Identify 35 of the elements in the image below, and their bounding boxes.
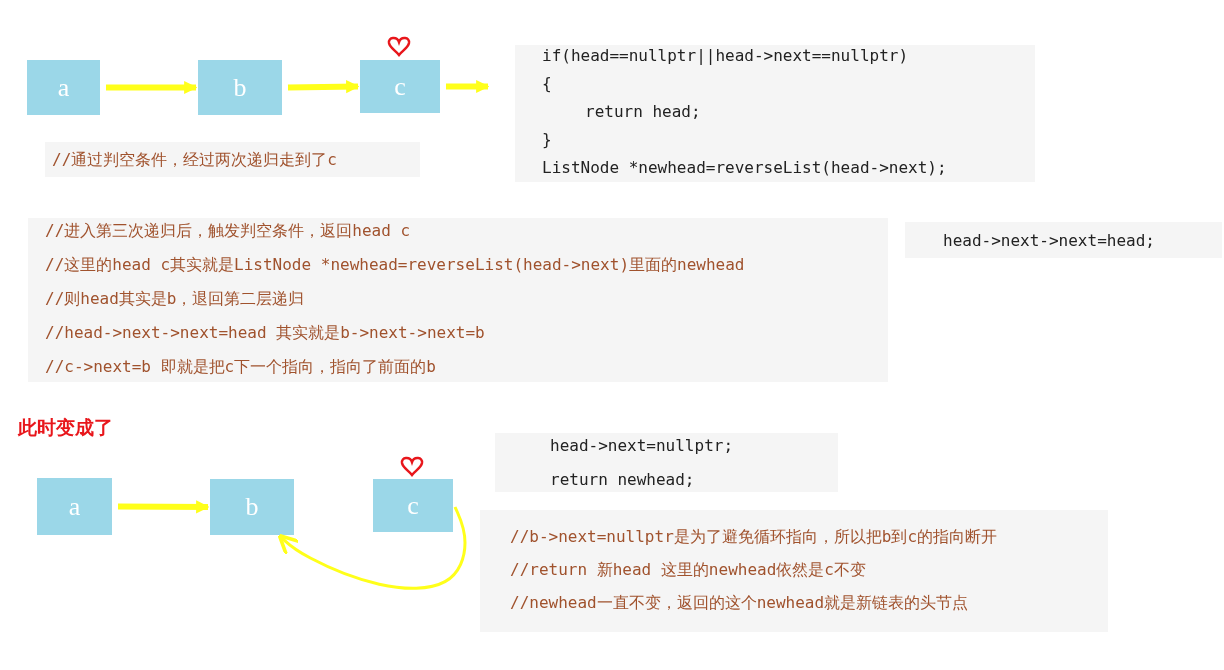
heading-text: 此时变成了 — [18, 418, 113, 438]
code-line: if(head==nullptr||head->next==nullptr) — [542, 46, 909, 66]
code-line: head->next->next=head; — [943, 231, 1155, 251]
code-comment: //通过判空条件，经过两次递归走到了c — [52, 150, 337, 170]
node-label: b — [245, 492, 259, 522]
list-node-box — [27, 60, 100, 115]
code-line: ListNode *newhead=reverseList(head->next); — [542, 158, 947, 178]
code-comment: //return 新head 这里的newhead依然是c不变 — [510, 560, 866, 580]
code-line: } — [542, 130, 552, 150]
node-label: a — [57, 72, 70, 103]
list-node-box — [198, 60, 282, 115]
list-node-box — [360, 60, 440, 113]
list-node-box — [373, 479, 453, 532]
code-comment: //newhead一直不变，返回的这个newhead就是新链表的头节点 — [510, 593, 969, 613]
arrow — [277, 506, 467, 590]
list-node-box — [210, 479, 294, 535]
code-comment: //head->next->next=head 其实就是b->next->next=b — [45, 323, 485, 343]
node-label: c — [394, 71, 406, 102]
list-node-box — [37, 478, 112, 535]
code-line: head->next=nullptr; — [550, 436, 734, 456]
arrow — [287, 80, 360, 94]
code-comment: //c->next=b 即就是把c下一个指向，指向了前面的b — [45, 357, 436, 377]
node-label: a — [68, 491, 81, 522]
code-comment: //b->next=nullptr是为了避免循环指向，所以把b到c的指向断开 — [510, 527, 998, 547]
code-line: { — [542, 74, 552, 94]
arrow — [106, 80, 198, 95]
arrow — [446, 79, 490, 94]
code-comment: //这里的head c其实就是ListNode *newhead=reverseList(head->next)里面的newhead — [45, 255, 745, 275]
arrow — [117, 500, 210, 514]
node-label: b — [233, 72, 247, 103]
node-label: c — [407, 490, 419, 521]
code-comment: //进入第三次递归后，触发判空条件，返回head c — [45, 221, 411, 241]
code-line: return newhead; — [550, 470, 695, 490]
code-line: return head; — [585, 102, 701, 122]
code-comment: //则head其实是b，退回第二层递归 — [45, 289, 305, 309]
